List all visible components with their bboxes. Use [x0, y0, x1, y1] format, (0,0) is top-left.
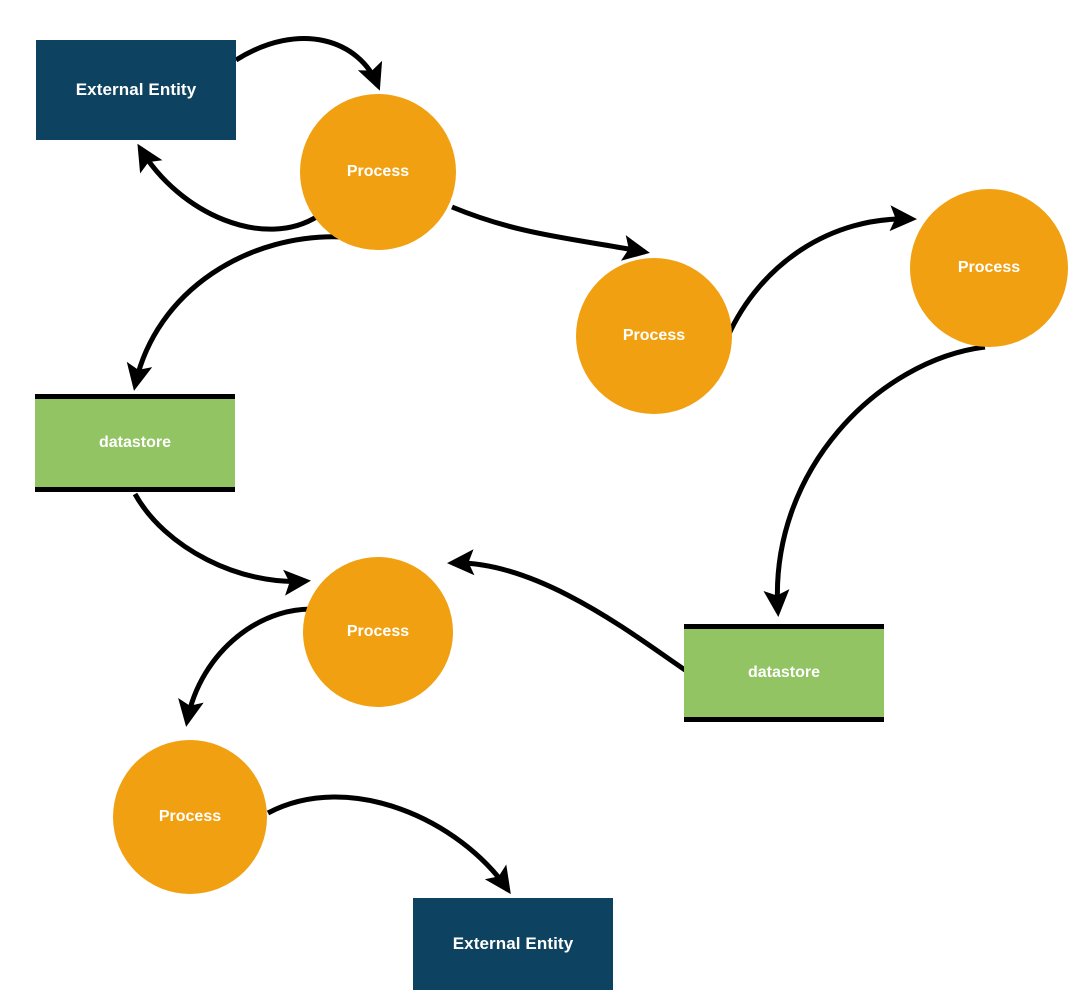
node-label: datastore: [98, 434, 172, 452]
node-label: Process: [158, 808, 222, 826]
node-label: datastore: [747, 664, 821, 682]
edge-datastore-1-to-process-4: [132, 492, 311, 596]
node-label: External Entity: [452, 933, 574, 953]
edge-datastore-2-to-process-4: [447, 549, 690, 675]
node-process-4[interactable]: Process: [303, 557, 453, 707]
edge-process-3-to-datastore-2: [763, 344, 986, 617]
edge-process-1-to-external-entity-1: [137, 143, 320, 232]
edge-process-4-to-process-5: [178, 606, 324, 727]
edge-process-1-to-process-2: [451, 204, 650, 261]
node-label: Process: [622, 327, 686, 345]
node-datastore-2[interactable]: datastore: [684, 624, 884, 722]
edge-process-5-to-external-entity-2: [266, 794, 511, 895]
node-label: External Entity: [75, 79, 197, 99]
node-process-2[interactable]: Process: [576, 258, 732, 414]
node-process-3[interactable]: Process: [910, 189, 1068, 347]
node-label: Process: [346, 163, 410, 181]
node-process-5[interactable]: Process: [113, 740, 267, 894]
node-external-entity-2[interactable]: External Entity: [413, 898, 613, 990]
node-external-entity-1[interactable]: External Entity: [36, 40, 236, 140]
node-process-1[interactable]: Process: [300, 94, 456, 250]
node-label: Process: [346, 623, 410, 641]
edge-process-1-to-datastore-1: [126, 234, 346, 391]
node-label: Process: [957, 259, 1021, 277]
edge-external-entity-1-to-process-1: [234, 36, 383, 91]
node-datastore-1[interactable]: datastore: [35, 394, 235, 492]
edge-process-2-to-process-3: [725, 205, 917, 338]
